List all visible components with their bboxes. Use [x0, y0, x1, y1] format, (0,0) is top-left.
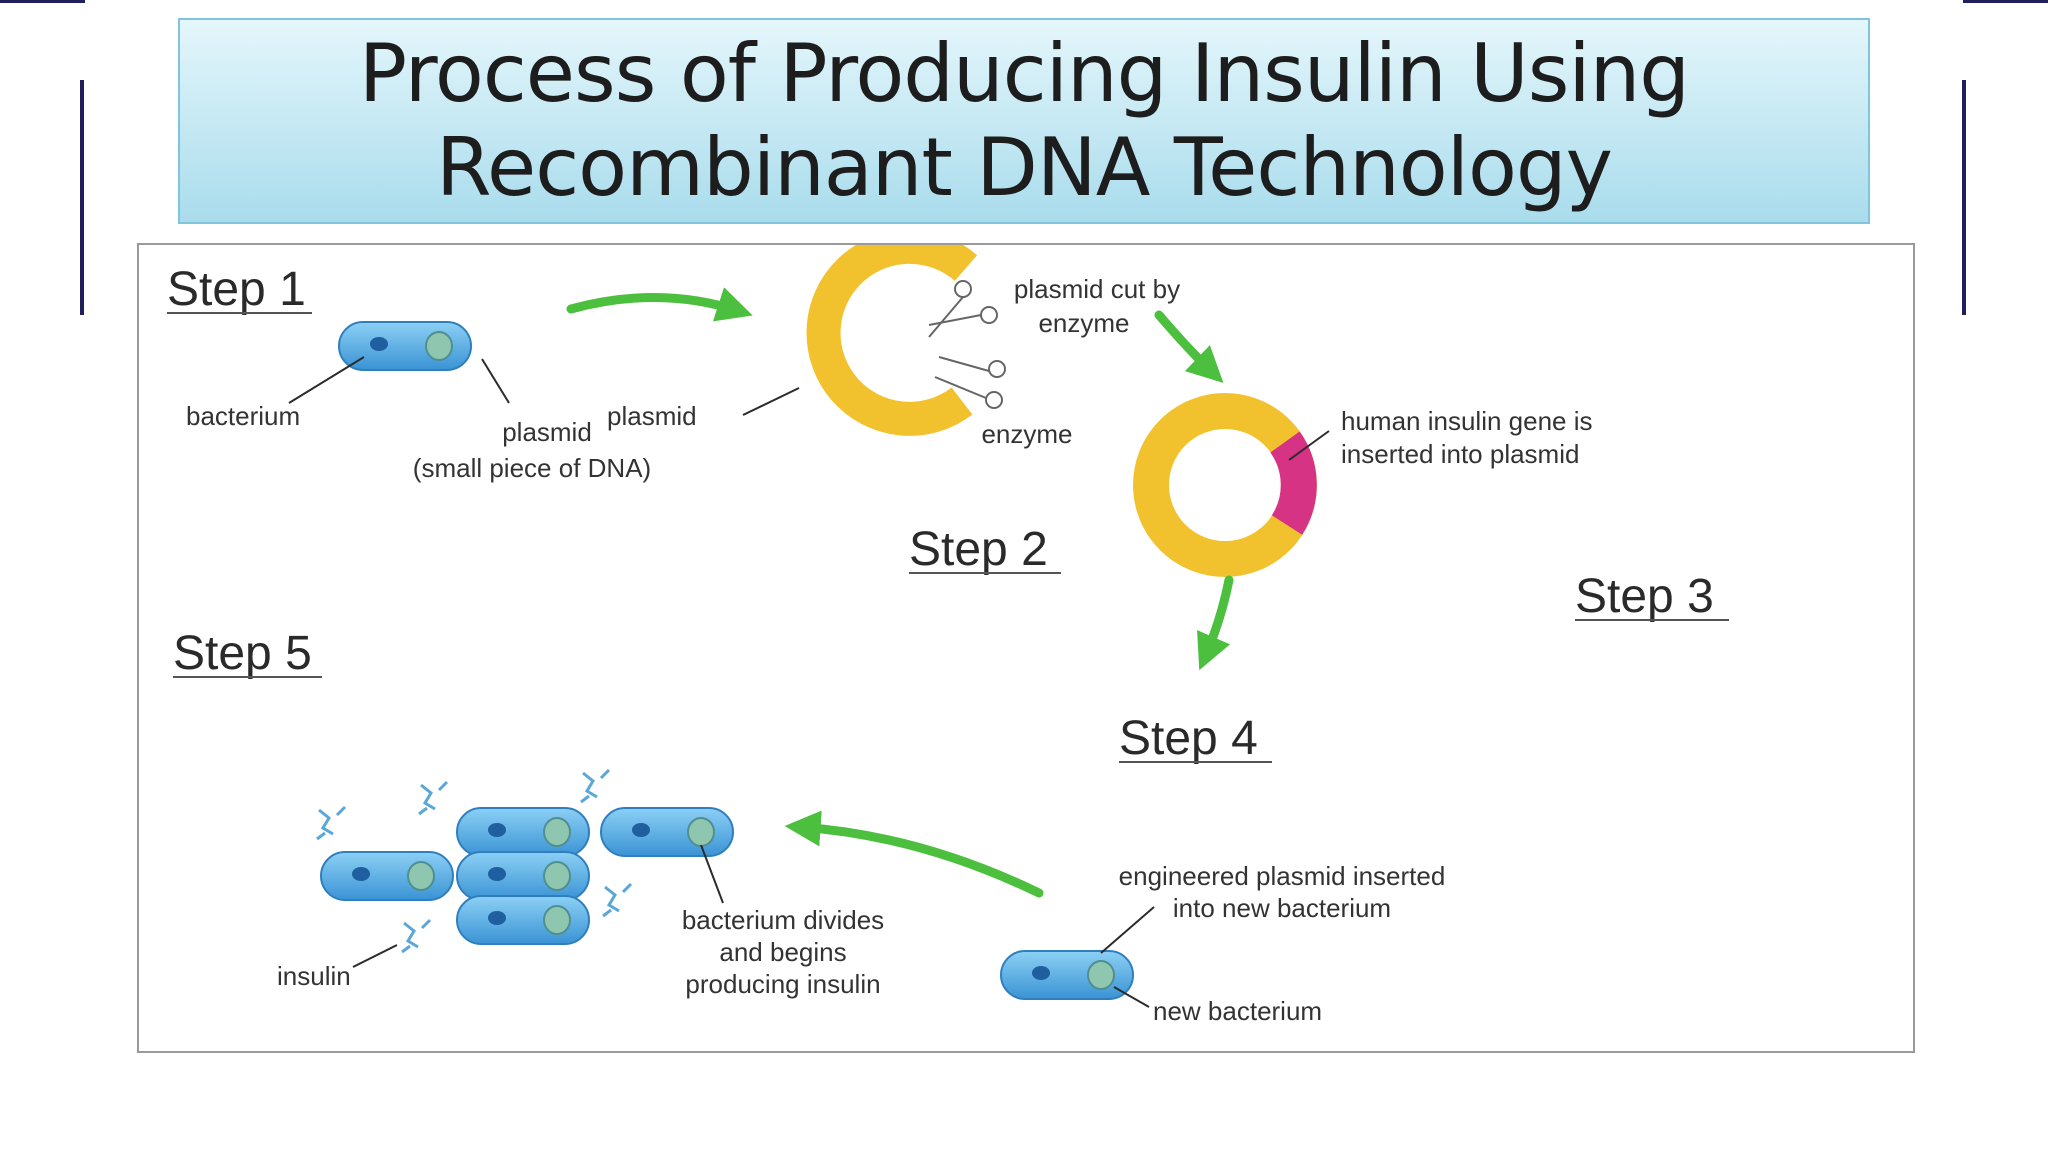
- title-banner: Process of Producing Insulin Using Recom…: [178, 18, 1870, 224]
- insulin-gene-label-line1: human insulin gene is: [1341, 406, 1593, 436]
- new-bacterium-label: new bacterium: [1153, 996, 1322, 1026]
- step-1-label: Step 1: [167, 263, 306, 316]
- scissors-icon-top: [928, 280, 998, 338]
- insulin-gene-segment: [1269, 431, 1317, 535]
- enzyme-label: enzyme: [981, 419, 1072, 449]
- step5-bacterium-1: [320, 851, 454, 901]
- top-rule-left: [0, 0, 85, 3]
- left-accent-bar: [80, 80, 84, 315]
- bacterium-label: bacterium: [186, 401, 300, 431]
- step-3-label: Step 3: [1575, 570, 1714, 623]
- divides-label-line2: and begins: [719, 937, 846, 967]
- step5-bacterium-2: [456, 807, 590, 857]
- insulin-molecule-icon-1: [316, 805, 347, 841]
- arrow-step3-to-step4: [1197, 575, 1234, 671]
- plasmid-cut-label-line1: plasmid cut by: [1014, 274, 1180, 304]
- plasmid2-label: plasmid: [607, 401, 697, 431]
- title-line-2: Recombinant DNA Technology: [435, 121, 1613, 214]
- new-bacterium-leader: [1113, 986, 1150, 1008]
- recombinant-plasmid-ring: [1133, 393, 1317, 577]
- title-line-1: Process of Producing Insulin Using: [358, 26, 1690, 120]
- arrow-step2-to-step3: [1154, 310, 1224, 383]
- top-rule-right: [1963, 0, 2048, 3]
- engineered-leader: [1100, 906, 1155, 954]
- divides-label-line3: producing insulin: [685, 969, 880, 999]
- insulin-gene-leader: [1288, 430, 1330, 461]
- arrow-step4-to-step5: [784, 810, 1044, 898]
- insulin-molecule-icon-3: [580, 768, 611, 804]
- right-accent-bar: [1962, 80, 1966, 315]
- divides-label-line1: bacterium divides: [682, 905, 884, 935]
- step5-bacterium-4: [456, 895, 590, 945]
- plasmid-label-line2: (small piece of DNA): [413, 453, 651, 483]
- plasmid-leader: [481, 358, 510, 404]
- insulin-leader: [352, 944, 398, 968]
- diagram-canvas: .step { font-family:"Liberation Sans", s…: [167, 245, 1729, 1026]
- plasmid-cut-label-line2: enzyme: [1038, 308, 1129, 338]
- cut-plasmid-ring: [806, 245, 978, 436]
- insulin-molecule-icon-2: [418, 780, 449, 816]
- bacterium-leader: [288, 356, 365, 404]
- insulin-molecule-icon-4: [602, 882, 633, 918]
- plasmid-label-line1: plasmid: [502, 417, 592, 447]
- plasmid2-leader: [742, 387, 800, 416]
- engineered-label-line1: engineered plasmid inserted: [1119, 861, 1446, 891]
- scissors-icon-bottom: [934, 356, 1006, 409]
- step1-bacterium-icon: [338, 321, 472, 371]
- arrow-step1-to-step2: [566, 287, 753, 322]
- insulin-process-diagram: .step { font-family:"Liberation Sans", s…: [137, 243, 1915, 1053]
- step-2-label: Step 2: [909, 523, 1048, 576]
- step5-bacterium-3: [456, 851, 590, 901]
- insulin-label: insulin: [277, 961, 351, 991]
- insulin-molecule-icon-5: [401, 918, 432, 954]
- step-4-label: Step 4: [1119, 712, 1258, 765]
- engineered-label-line2: into new bacterium: [1173, 893, 1391, 923]
- step4-bacterium-icon: [1000, 950, 1134, 1000]
- step5-bacterium-5: [600, 807, 734, 857]
- divides-leader: [700, 844, 724, 904]
- insulin-gene-label-line2: inserted into plasmid: [1341, 439, 1579, 469]
- step-5-label: Step 5: [173, 627, 312, 680]
